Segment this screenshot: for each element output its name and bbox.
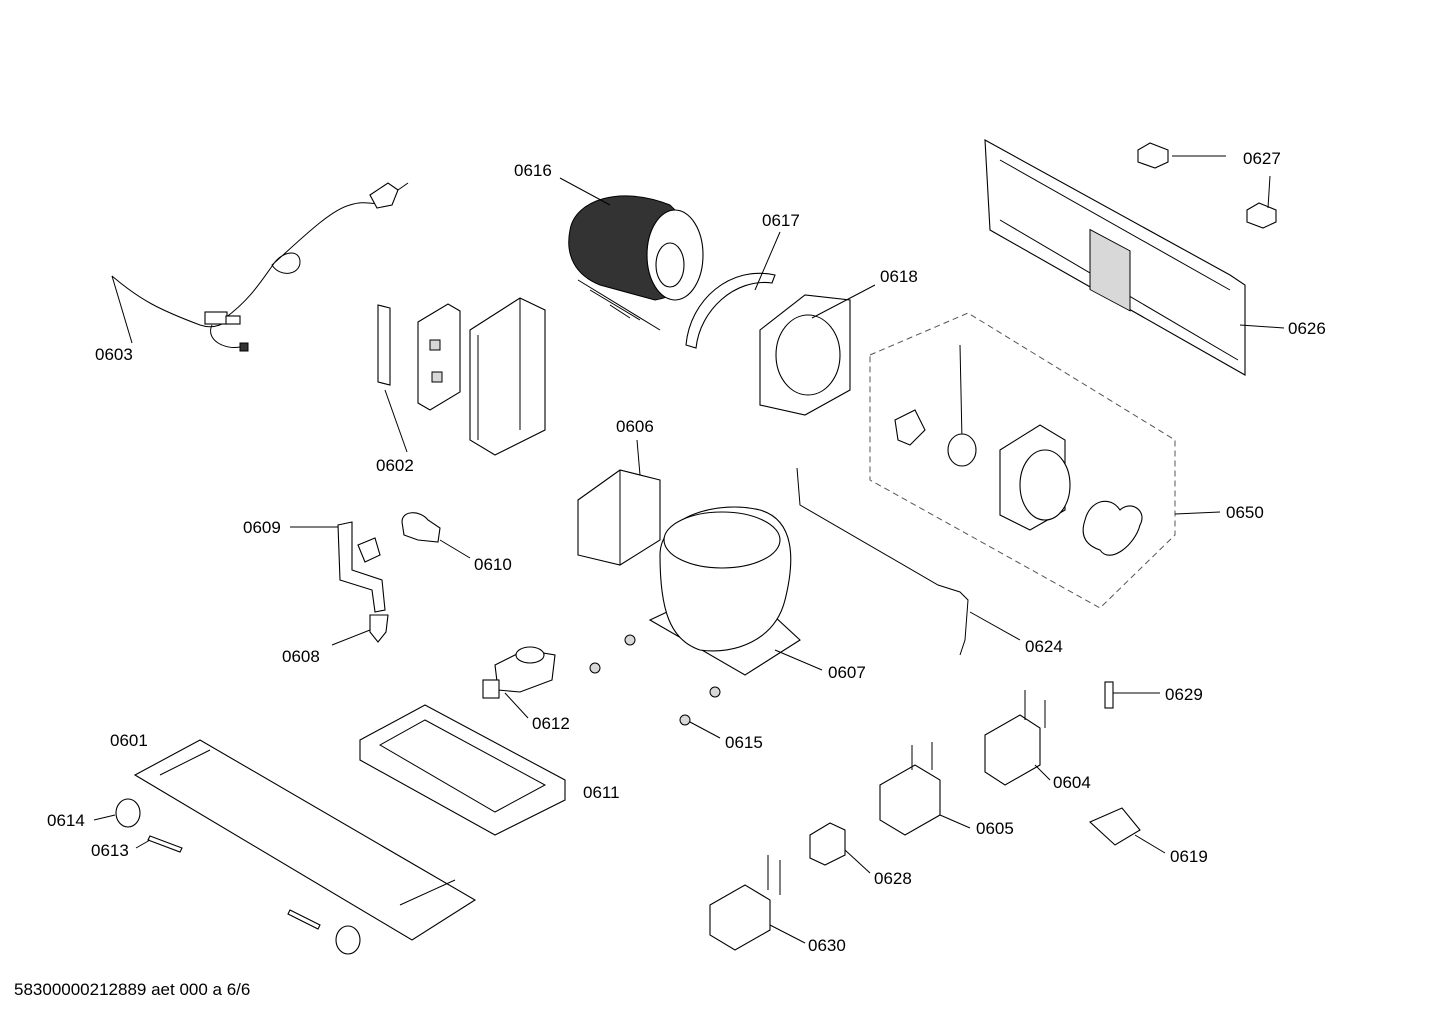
part-0618-fan-shroud[interactable]: [759, 294, 851, 416]
label-0608: 0608: [282, 647, 320, 666]
label-0607: 0607: [828, 663, 866, 682]
part-0627-clips[interactable]: [1137, 142, 1277, 229]
part-0628-transformer[interactable]: [809, 822, 846, 866]
part-0626-back-panel[interactable]: [984, 139, 1246, 376]
label-0617: 0617: [762, 211, 800, 230]
part-0624-capillary-tube[interactable]: [796, 467, 969, 656]
label-0612: 0612: [532, 714, 570, 733]
label-0611: 0611: [583, 783, 620, 802]
label-0615: 0615: [725, 733, 763, 752]
part-0612-valve[interactable]: [482, 646, 556, 699]
label-0628: 0628: [874, 869, 912, 888]
part-0610-clip[interactable]: [401, 512, 441, 543]
part-0609-drain-pipe[interactable]: [337, 521, 386, 613]
part-0602-electronics-group[interactable]: [377, 297, 546, 456]
leader-lines: [93, 155, 1285, 944]
part-0613-axle[interactable]: [147, 835, 321, 930]
label-0601: 0601: [110, 731, 148, 750]
label-0619: 0619: [1170, 847, 1208, 866]
part-0615-nuts[interactable]: [589, 634, 721, 726]
part-0619-switch[interactable]: [1089, 807, 1141, 846]
part-0606-relay-box[interactable]: [577, 469, 661, 566]
part-0629-sensor[interactable]: [1104, 681, 1114, 709]
part-0616-condenser-coil[interactable]: [568, 195, 704, 331]
part-0605-valve-coil[interactable]: [879, 742, 941, 836]
label-0624: 0624: [1025, 637, 1063, 656]
label-0650: 0650: [1226, 503, 1264, 522]
label-0626: 0626: [1288, 319, 1326, 338]
label-0629: 0629: [1165, 685, 1203, 704]
label-0602: 0602: [376, 456, 414, 475]
part-0607-compressor[interactable]: [648, 506, 801, 676]
label-0627: 0627: [1243, 149, 1281, 168]
part-0617-mounting-bracket[interactable]: [685, 272, 776, 349]
label-0610: 0610: [474, 555, 512, 574]
label-0614: 0614: [47, 811, 85, 830]
document-id: 58300000212889 aet 000 a 6/6: [14, 980, 251, 999]
label-0606: 0606: [616, 417, 654, 436]
label-0630: 0630: [808, 936, 846, 955]
part-0650-fan-assembly[interactable]: [869, 312, 1176, 609]
part-0614-roller[interactable]: [115, 798, 361, 955]
label-0609: 0609: [243, 518, 281, 537]
part-0630-valve-coil[interactable]: [709, 855, 781, 951]
label-0604: 0604: [1053, 773, 1091, 792]
part-0608-drain-funnel[interactable]: [369, 614, 389, 643]
label-0605: 0605: [976, 819, 1014, 838]
part-0601-base-plate[interactable]: [133, 739, 477, 941]
label-0616: 0616: [514, 161, 552, 180]
label-0603: 0603: [95, 345, 133, 364]
part-0603-power-cord[interactable]: [111, 182, 409, 352]
part-0604-valve-coil[interactable]: [984, 690, 1046, 786]
part-0611-tray[interactable]: [359, 704, 566, 836]
label-0618: 0618: [880, 267, 918, 286]
label-0613: 0613: [91, 841, 129, 860]
